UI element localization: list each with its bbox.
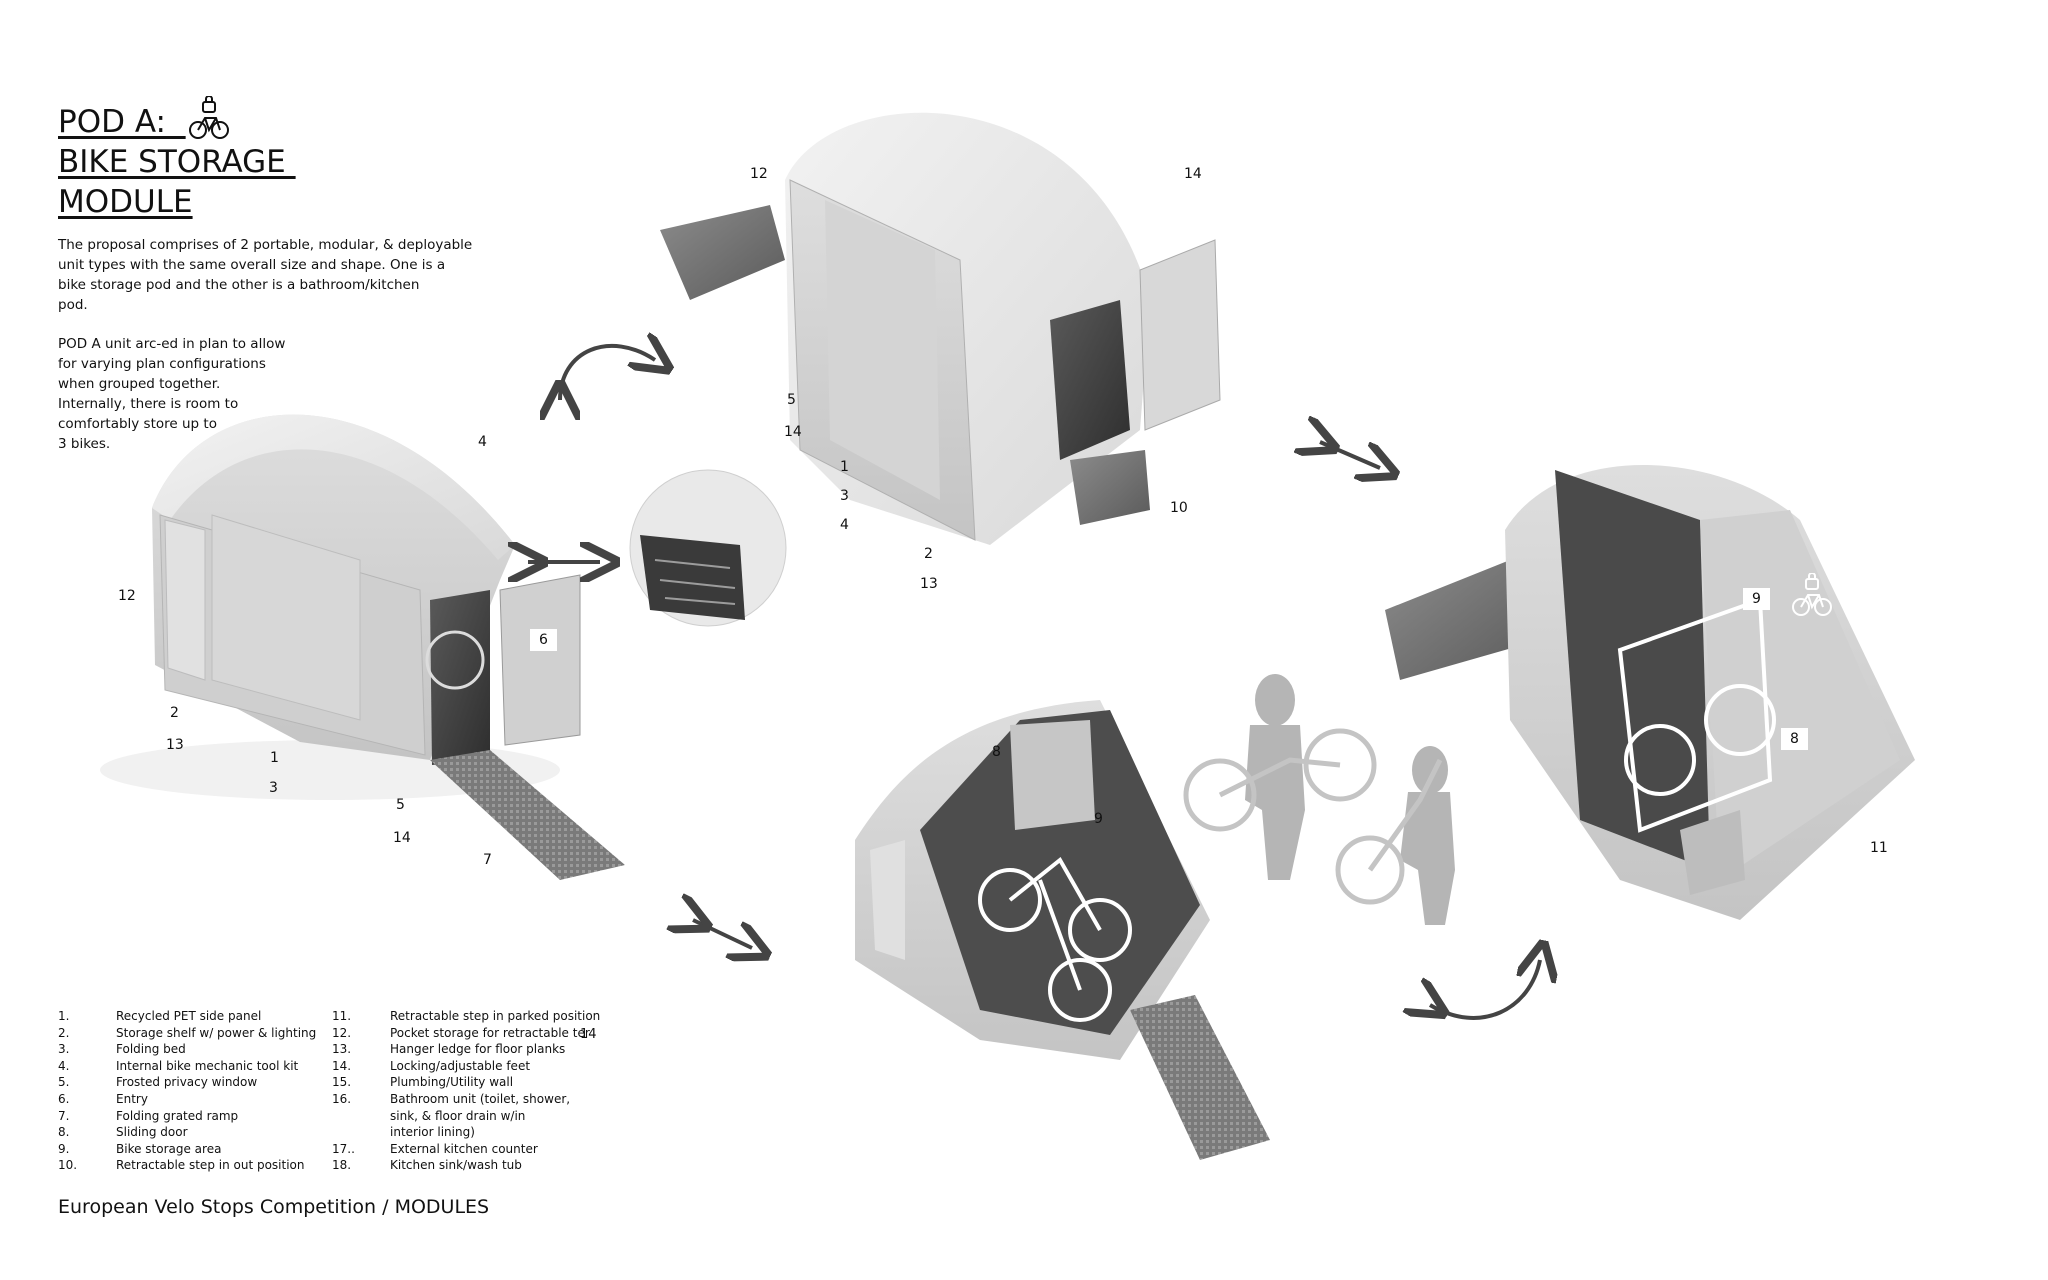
callout-top-10: 10 bbox=[1170, 500, 1188, 516]
legend-item: 8.Sliding door bbox=[58, 1125, 188, 1140]
legend-column-2: 11.Retractable step in parked position 1… bbox=[332, 1008, 600, 1174]
legend-stray-14: 14 bbox=[580, 1027, 597, 1042]
callout-top-14b: 14 bbox=[784, 424, 802, 440]
legend-item: 10.Retractable step in out position bbox=[58, 1158, 305, 1173]
detail-magnifier bbox=[629, 469, 787, 627]
callout-left-2: 2 bbox=[161, 702, 188, 724]
callout-left-7: 7 bbox=[483, 852, 492, 868]
legend-item: 9.Bike storage area bbox=[58, 1141, 222, 1156]
title-line-2: BIKE STORAGE bbox=[58, 144, 296, 180]
title-line-3: MODULE bbox=[58, 184, 193, 220]
legend-item: sink, & floor drain w/in bbox=[390, 1108, 526, 1123]
cyclist-silhouettes bbox=[1183, 674, 1455, 925]
callout-left-4: 4 bbox=[478, 434, 487, 450]
legend-item: interior lining) bbox=[390, 1125, 475, 1140]
page-title: POD A: BIKE STORAGE MODULE bbox=[58, 102, 296, 222]
callout-right-9: 9 bbox=[1743, 588, 1770, 610]
callout-top-2: 2 bbox=[924, 546, 933, 562]
locked-bike-icon bbox=[1792, 573, 1832, 616]
pod-right bbox=[1385, 465, 1915, 920]
callout-top-4: 4 bbox=[840, 517, 849, 533]
callout-top-3: 3 bbox=[840, 488, 849, 504]
callout-bottom-8: 8 bbox=[992, 744, 1001, 760]
legend-item: 3.Folding bed bbox=[58, 1042, 186, 1057]
legend-item: 1.Recycled PET side panel bbox=[58, 1009, 262, 1023]
callout-bottom-9: 9 bbox=[1094, 811, 1103, 827]
callout-left-14: 14 bbox=[393, 830, 411, 846]
locked-bike-icon bbox=[189, 96, 229, 139]
callout-top-14: 14 bbox=[1184, 166, 1202, 182]
callout-left-12: 12 bbox=[118, 588, 136, 604]
legend-item: 5.Frosted privacy window bbox=[58, 1075, 258, 1090]
callout-top-12: 12 bbox=[750, 166, 768, 182]
pod-left bbox=[100, 414, 625, 880]
legend-item: 16.Bathroom unit (toilet, shower, bbox=[332, 1091, 571, 1106]
title-line-1: POD A: bbox=[58, 104, 186, 140]
callout-left-1: 1 bbox=[270, 750, 279, 766]
legend-column-1: 1.Recycled PET side panel 2.Storage shel… bbox=[58, 1008, 316, 1174]
callout-left-3: 3 bbox=[269, 780, 278, 796]
callout-left-13: 13 bbox=[166, 737, 184, 753]
legend-item: 6.Entry bbox=[58, 1091, 148, 1106]
intro-paragraph-1: The proposal comprises of 2 portable, mo… bbox=[58, 237, 473, 313]
footer-caption: European Velo Stops Competition / MODULE… bbox=[58, 1196, 490, 1218]
callout-left-5: 5 bbox=[396, 797, 405, 813]
legend-item: 15.Plumbing/Utility wall bbox=[332, 1075, 514, 1090]
callout-right-11: 11 bbox=[1870, 840, 1888, 856]
callout-top-13: 13 bbox=[920, 576, 938, 592]
pod-bottom bbox=[855, 700, 1270, 1160]
callout-right-8: 8 bbox=[1781, 728, 1808, 750]
legend-item: 7.Folding grated ramp bbox=[58, 1108, 239, 1123]
legend-item: 17..External kitchen counter bbox=[332, 1141, 538, 1156]
legend-item: 4.Internal bike mechanic tool kit bbox=[58, 1058, 299, 1073]
callout-top-5: 5 bbox=[787, 392, 796, 408]
callout-top-1: 1 bbox=[840, 459, 849, 475]
legend-item: 14.Locking/adjustable feet bbox=[332, 1058, 531, 1073]
callout-left-6: 6 bbox=[530, 629, 557, 651]
legend-item: 13.Hanger ledge for floor planks bbox=[332, 1042, 566, 1057]
legend-item: 11.Retractable step in parked position bbox=[332, 1009, 601, 1023]
intro-paragraph-2: POD A unit arc-ed in plan to allow for v… bbox=[58, 336, 286, 452]
pod-top bbox=[660, 112, 1221, 546]
rotation-arrows bbox=[528, 346, 1540, 1020]
legend-item: 12.Pocket storage for retractable ter bbox=[332, 1025, 590, 1040]
legend-item: 2.Storage shelf w/ power & lighting bbox=[58, 1025, 317, 1040]
legend-item: 18.Kitchen sink/wash tub bbox=[332, 1158, 522, 1173]
